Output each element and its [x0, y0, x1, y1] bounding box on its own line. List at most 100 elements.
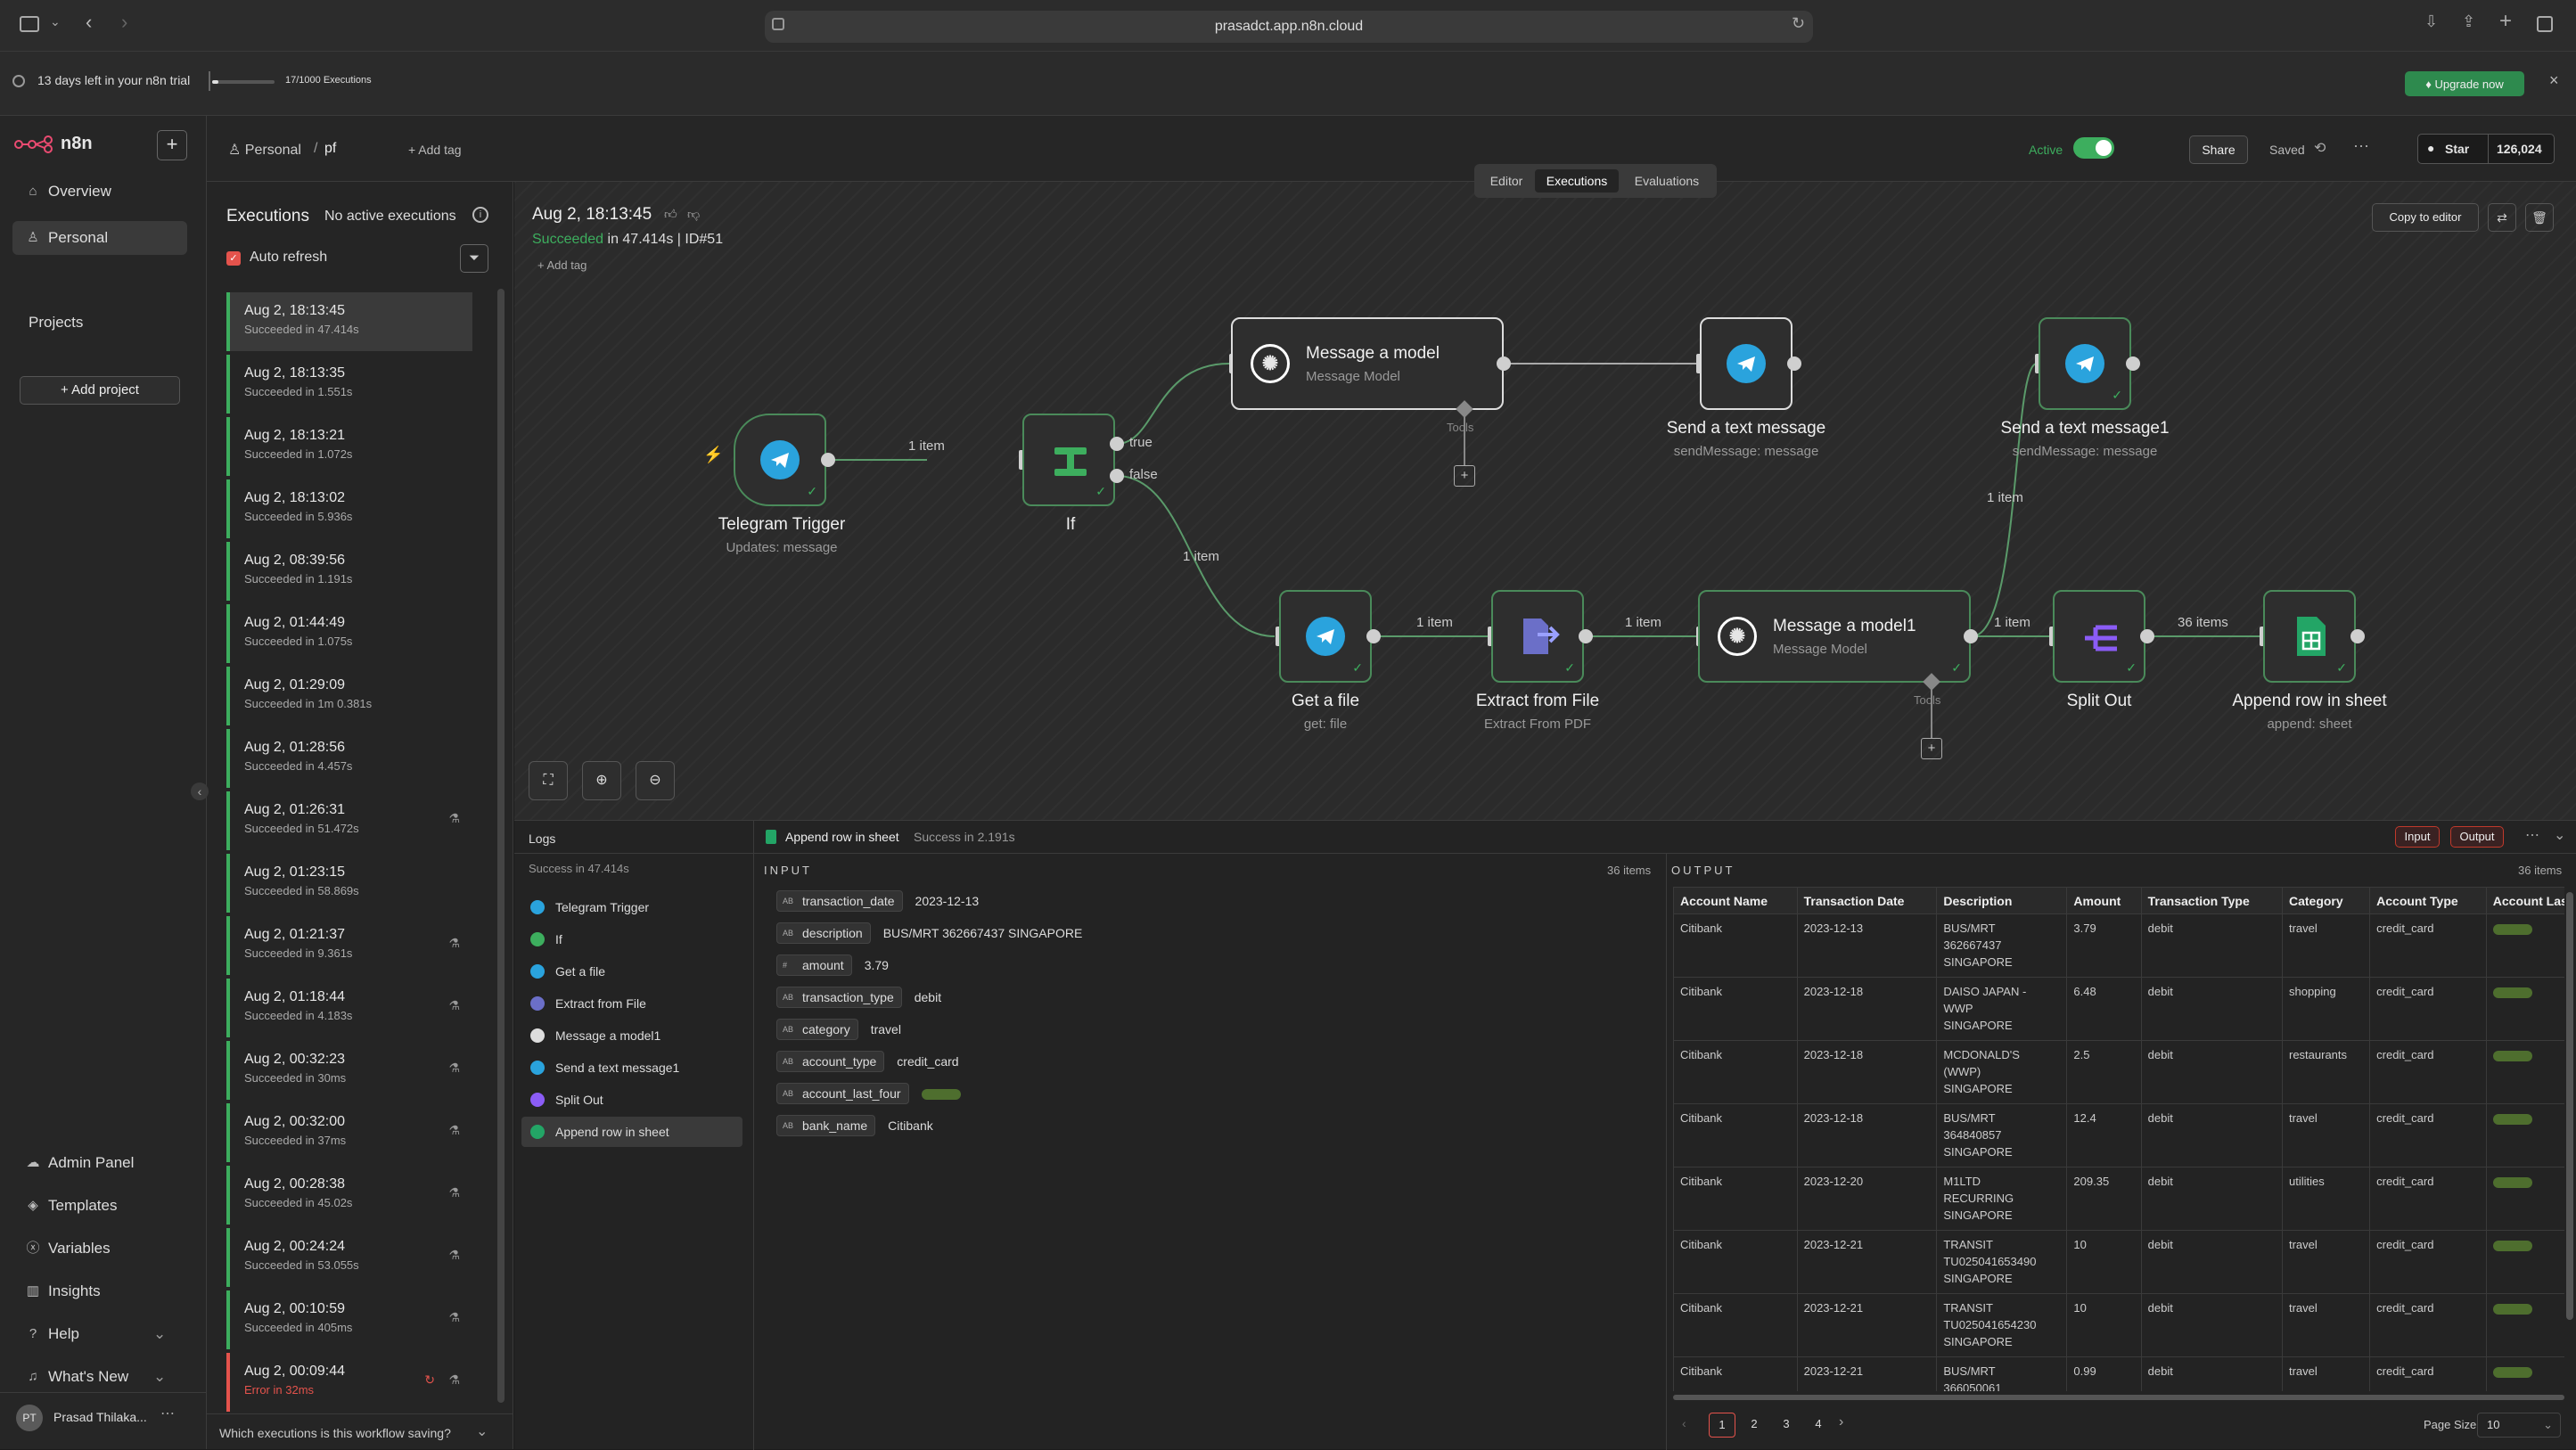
- log-item[interactable]: Append row in sheet: [521, 1117, 742, 1147]
- sidebar-item-admin-panel[interactable]: ☁Admin Panel: [12, 1146, 187, 1180]
- output-port[interactable]: [2140, 629, 2154, 643]
- output-port[interactable]: [1366, 629, 1381, 643]
- compare-icon[interactable]: ⇄: [2488, 203, 2516, 232]
- next-page-icon[interactable]: ›: [1839, 1414, 1844, 1430]
- log-item[interactable]: Get a file: [521, 956, 742, 987]
- page-button[interactable]: 1: [1709, 1413, 1735, 1438]
- horizontal-scrollbar[interactable]: [1673, 1395, 2564, 1400]
- flask-icon[interactable]: ⚗: [448, 1248, 460, 1262]
- output-port[interactable]: [1964, 629, 1978, 643]
- n8n-logo-icon[interactable]: [14, 135, 55, 153]
- flask-icon[interactable]: ⚗: [448, 811, 460, 825]
- forward-icon[interactable]: ›: [121, 11, 128, 33]
- breadcrumb[interactable]: ♙ Personal: [228, 143, 301, 158]
- share-button[interactable]: Share: [2189, 135, 2248, 164]
- tab-evaluations[interactable]: Evaluations: [1634, 174, 1700, 188]
- more-icon[interactable]: ⋯: [2353, 137, 2369, 155]
- info-icon[interactable]: i: [472, 207, 488, 223]
- upgrade-button[interactable]: ♦ Upgrade now: [2405, 71, 2524, 96]
- flask-icon[interactable]: ⚗: [448, 936, 460, 950]
- create-button[interactable]: +: [157, 130, 187, 160]
- add-tag-link[interactable]: + Add tag: [537, 258, 587, 272]
- log-item[interactable]: Send a text message1: [521, 1053, 742, 1083]
- copy-to-editor-button[interactable]: Copy to editor: [2372, 203, 2479, 232]
- more-icon[interactable]: ⋯: [160, 1406, 175, 1421]
- log-item[interactable]: If: [521, 924, 742, 954]
- chevron-down-icon[interactable]: ⌄: [476, 1424, 488, 1439]
- retry-icon[interactable]: ↻: [424, 1372, 435, 1387]
- add-tool-button[interactable]: +: [1921, 738, 1942, 759]
- new-tab-icon[interactable]: +: [2499, 9, 2513, 33]
- filter-icon[interactable]: ⏷: [460, 244, 488, 273]
- github-star-button[interactable]: ● Star 126,024: [2417, 134, 2555, 164]
- node-split-out[interactable]: ✓: [2053, 590, 2145, 683]
- sidebar-item-templates[interactable]: ◈Templates: [12, 1189, 187, 1223]
- address-bar[interactable]: prasadct.app.n8n.cloud: [765, 11, 1813, 43]
- tab-executions[interactable]: Executions: [1535, 169, 1619, 193]
- sidebar-item-personal[interactable]: ♙Personal: [12, 221, 187, 255]
- share-icon[interactable]: ⇪: [2462, 12, 2476, 30]
- history-icon[interactable]: ⟲: [2314, 141, 2326, 156]
- workflow-name[interactable]: pf: [324, 141, 337, 156]
- node-message-model1[interactable]: ✺ Message a model1 Message Model ✓: [1698, 590, 1971, 683]
- avatar[interactable]: PT: [16, 1405, 43, 1431]
- tabs-overview-icon[interactable]: [2537, 16, 2553, 32]
- back-icon[interactable]: ‹: [86, 11, 93, 33]
- log-item[interactable]: Split Out: [521, 1085, 742, 1115]
- flask-icon[interactable]: ⚗: [448, 1185, 460, 1200]
- scrollbar[interactable]: [2566, 892, 2573, 1320]
- sidebar-item-insights[interactable]: ▥Insights: [12, 1274, 187, 1308]
- tab-editor[interactable]: Editor: [1489, 174, 1523, 188]
- flask-icon[interactable]: ⚗: [448, 1310, 460, 1324]
- flask-icon[interactable]: ⚗: [448, 1372, 460, 1387]
- fit-view-icon[interactable]: ⛶: [529, 761, 568, 800]
- column-header[interactable]: Account Name: [1673, 887, 1798, 914]
- output-port[interactable]: [1579, 629, 1593, 643]
- active-toggle[interactable]: [2073, 137, 2114, 159]
- page-button[interactable]: 3: [1783, 1417, 1790, 1430]
- page-settings-icon[interactable]: [772, 18, 784, 30]
- scrollbar[interactable]: [497, 289, 505, 1403]
- output-port-true[interactable]: [1110, 437, 1124, 451]
- chevron-down-icon[interactable]: ⌄: [50, 14, 61, 29]
- more-icon[interactable]: ⋯: [2525, 828, 2539, 843]
- thumbs-down-icon[interactable]: 👎︎: [687, 207, 701, 221]
- executions-saving-link[interactable]: Which executions is this workflow saving…: [219, 1426, 451, 1440]
- input-toggle-button[interactable]: Input: [2395, 826, 2440, 848]
- output-port[interactable]: [2126, 356, 2140, 371]
- log-item[interactable]: Message a model1: [521, 1020, 742, 1051]
- chevron-down-icon[interactable]: ⌄: [2554, 828, 2566, 843]
- close-icon[interactable]: ×: [2549, 71, 2559, 89]
- thumbs-up-icon[interactable]: 👍︎: [664, 207, 677, 221]
- page-button[interactable]: 2: [1751, 1417, 1758, 1430]
- page-button[interactable]: 4: [1815, 1417, 1822, 1430]
- node-if[interactable]: ✓: [1022, 414, 1115, 506]
- output-port[interactable]: [1497, 356, 1511, 371]
- sidebar-item-whats-new[interactable]: ♫What's New⌄: [12, 1360, 187, 1394]
- output-port[interactable]: [2350, 629, 2365, 643]
- output-port[interactable]: [1787, 356, 1801, 371]
- download-icon[interactable]: ⇩: [2424, 12, 2439, 30]
- trash-icon[interactable]: 🗑︎: [2525, 203, 2554, 232]
- output-toggle-button[interactable]: Output: [2450, 826, 2504, 848]
- field-key[interactable]: #amount: [776, 954, 852, 976]
- node-message-model[interactable]: ✺ Message a model Message Model: [1231, 317, 1504, 410]
